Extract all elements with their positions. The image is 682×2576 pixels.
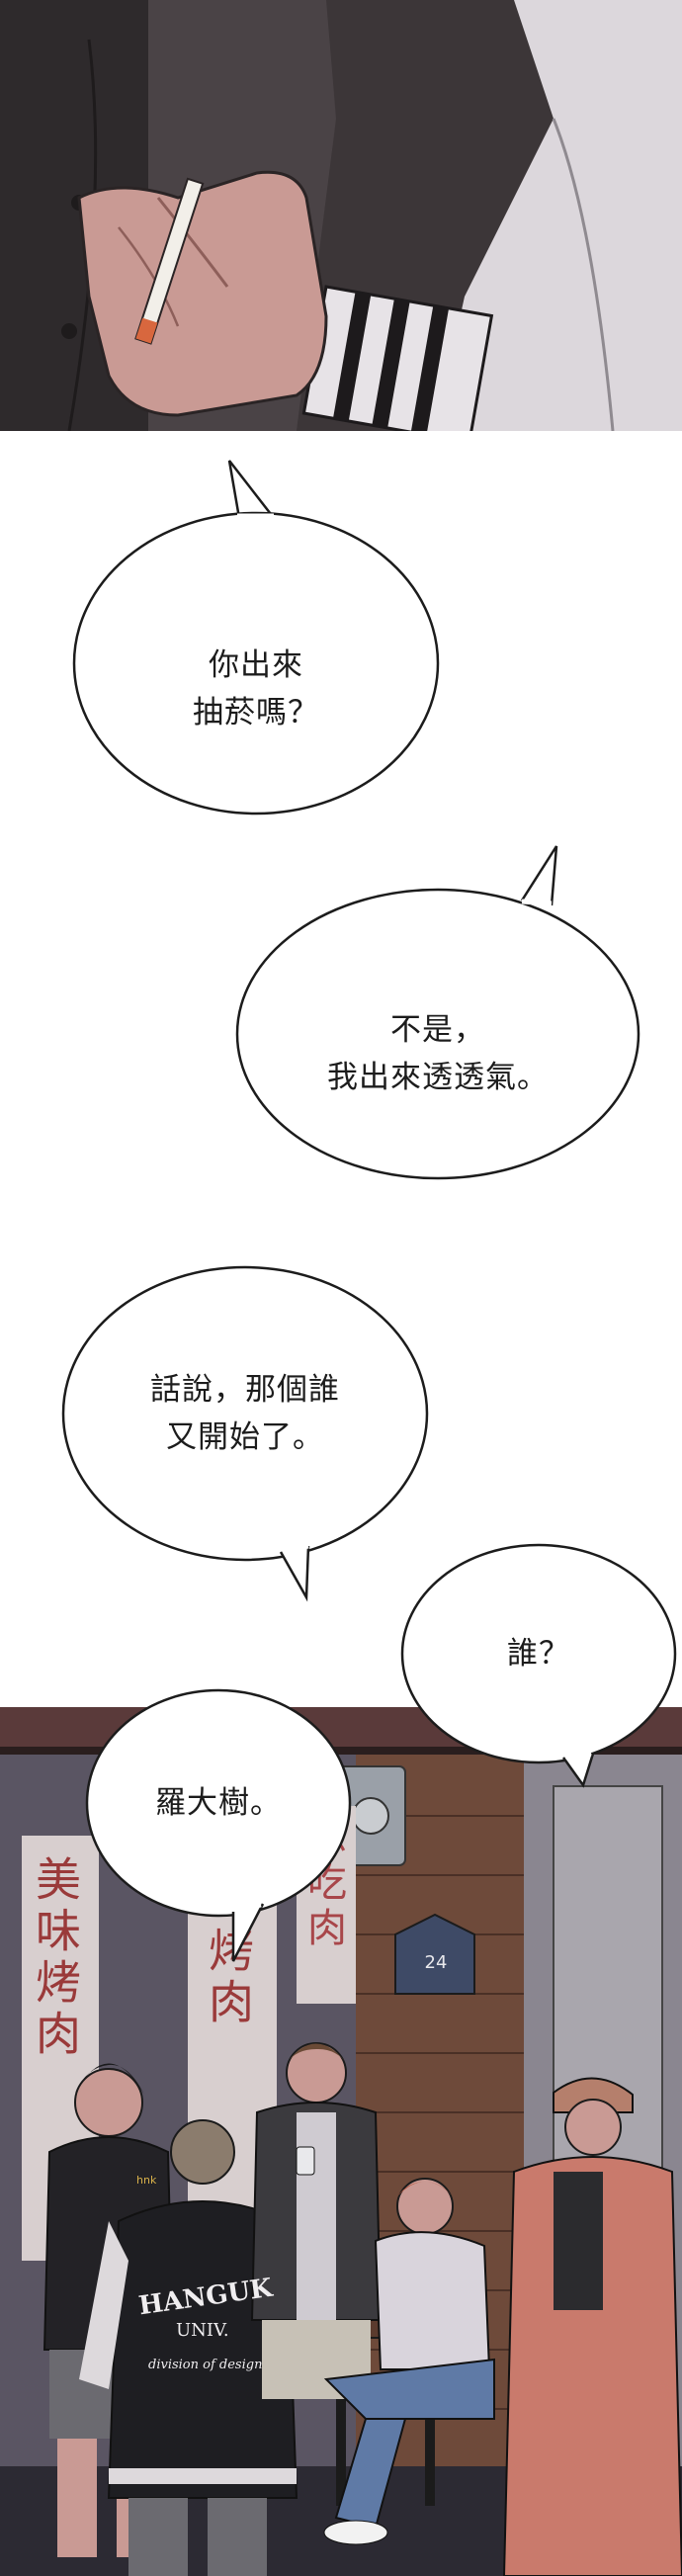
speech-bubble-4: 誰？ (400, 1540, 677, 1788)
bubble-5-line-1: 羅大樹。 (155, 1784, 282, 1821)
jacket-script-text: division of design (148, 2358, 263, 2372)
bubble-shape (61, 1265, 429, 1602)
person-red-jacket (502, 2077, 682, 2576)
bubble-1-line-1: 你出來 (209, 647, 303, 683)
hand-cigarette-illustration (0, 0, 682, 431)
person-sitting-hoodie (323, 2178, 495, 2545)
bubble-shape (235, 845, 640, 1180)
person-holding-phone (250, 2042, 383, 2399)
jacket-text-univ: UNIV. (176, 2320, 229, 2341)
sign-left-banner: 美味烤肉 (29, 1855, 82, 2061)
bubble-shape (400, 1543, 677, 1788)
speech-bubble-5: 羅大樹。 (85, 1686, 352, 1963)
bubble-2-line-1: 不是， (390, 1012, 485, 1048)
shirt-logo: hnk (136, 2174, 157, 2187)
bubble-shape (85, 1688, 352, 1962)
speech-bubble-1: 你出來 抽菸嗎？ (71, 460, 441, 818)
bubble-2-line-2: 我出來透透氣。 (327, 1060, 549, 1095)
bubble-shape (72, 460, 440, 816)
speech-bubble-3: 話說，那個誰 又開始了。 (61, 1265, 429, 1602)
bubble-1-line-2: 抽菸嗎？ (193, 695, 319, 730)
top-panel-hand-cigarette (0, 0, 682, 431)
bubble-3-line-1: 話說，那個誰 (150, 1372, 340, 1408)
speech-bubble-2: 不是， 我出來透透氣。 (235, 845, 640, 1182)
door-number-plate: 24 (424, 1952, 448, 1973)
bubble-4-line-1: 誰？ (507, 1636, 570, 1672)
bubble-3-line-2: 又開始了。 (166, 1419, 324, 1455)
